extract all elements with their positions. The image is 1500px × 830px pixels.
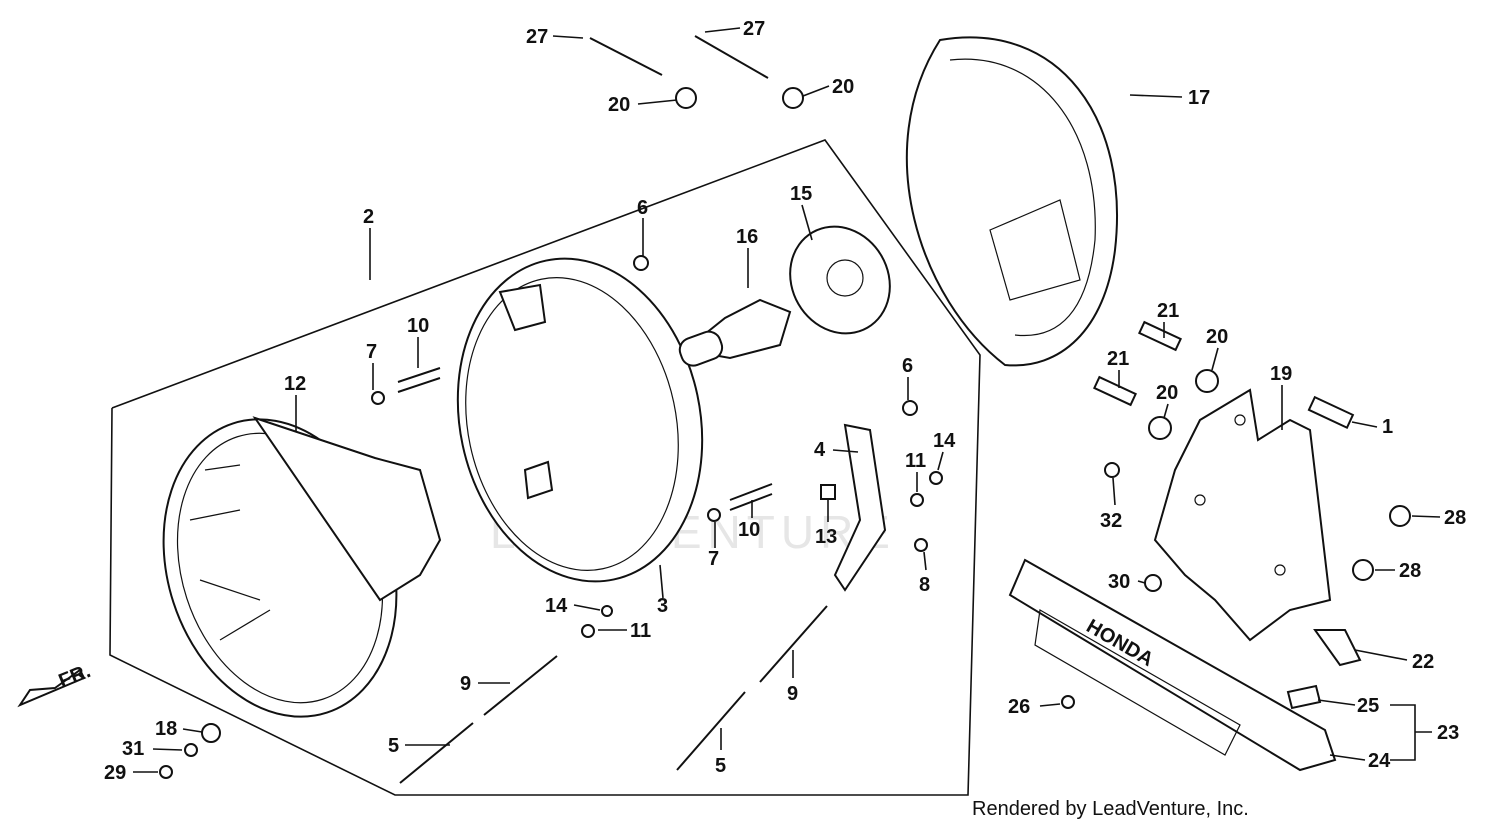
callout-24: 24 <box>1368 750 1391 772</box>
callout-10-b: 10 <box>738 519 760 541</box>
callout-5-a: 5 <box>388 735 399 757</box>
callout-1: 1 <box>1382 416 1393 438</box>
callout-17: 17 <box>1188 87 1210 109</box>
callout-28-b: 28 <box>1399 560 1421 582</box>
mounting-bracket <box>1153 388 1332 642</box>
callout-23: 23 <box>1437 722 1459 744</box>
callout-7-a: 7 <box>366 341 377 363</box>
callout-31: 31 <box>122 738 144 760</box>
callout-25: 25 <box>1357 695 1379 717</box>
headlight-unit <box>162 416 442 718</box>
callout-29: 29 <box>104 762 126 784</box>
callout-7-b: 7 <box>708 548 719 570</box>
credit-text: Rendered by LeadVenture, Inc. <box>972 798 1249 820</box>
headlight-rim <box>456 257 704 583</box>
socket-cover <box>789 225 891 335</box>
callout-30: 30 <box>1108 571 1130 593</box>
callout-11-b: 11 <box>630 620 651 642</box>
callout-12: 12 <box>284 373 306 395</box>
callout-22: 22 <box>1412 651 1434 673</box>
callout-20-a: 20 <box>608 94 630 116</box>
headlight-case <box>905 36 1118 367</box>
callout-labels: 27 27 20 20 17 2 6 16 15 12 7 10 21 20 2… <box>104 18 1466 784</box>
callout-20-c: 20 <box>1206 326 1228 348</box>
fasteners <box>159 35 1411 784</box>
leader-lines <box>133 27 1441 773</box>
callout-20-d: 20 <box>1156 382 1178 404</box>
callout-11-a: 11 <box>905 450 926 472</box>
callout-21-a: 21 <box>1157 300 1179 322</box>
callout-4: 4 <box>814 439 826 461</box>
callout-27-a: 27 <box>526 26 548 48</box>
callout-13: 13 <box>815 526 837 548</box>
callout-26: 26 <box>1008 696 1030 718</box>
callout-9-a: 9 <box>460 673 471 695</box>
callout-32: 32 <box>1100 510 1122 532</box>
callout-27-b: 27 <box>743 18 765 40</box>
callout-16: 16 <box>736 226 758 248</box>
callout-5-b: 5 <box>715 755 726 777</box>
callout-9-b: 9 <box>787 683 798 705</box>
callout-21-b: 21 <box>1107 348 1129 370</box>
callout-14-b: 14 <box>545 595 568 617</box>
callout-8: 8 <box>919 574 930 596</box>
callout-28-a: 28 <box>1444 507 1466 529</box>
front-direction-arrow: FR. <box>17 660 94 708</box>
callout-6-b: 6 <box>902 355 913 377</box>
callout-19: 19 <box>1270 363 1292 385</box>
callout-15: 15 <box>790 183 812 205</box>
assembly-outline <box>109 139 981 796</box>
callout-10-a: 10 <box>407 315 429 337</box>
callout-18: 18 <box>155 718 177 740</box>
callout-3: 3 <box>657 595 668 617</box>
callout-2: 2 <box>363 206 374 228</box>
bulb <box>678 298 792 367</box>
direction-label: FR. <box>56 660 94 692</box>
callout-6-a: 6 <box>637 197 648 219</box>
callout-20-b: 20 <box>832 76 854 98</box>
callout-14-a: 14 <box>933 430 956 452</box>
